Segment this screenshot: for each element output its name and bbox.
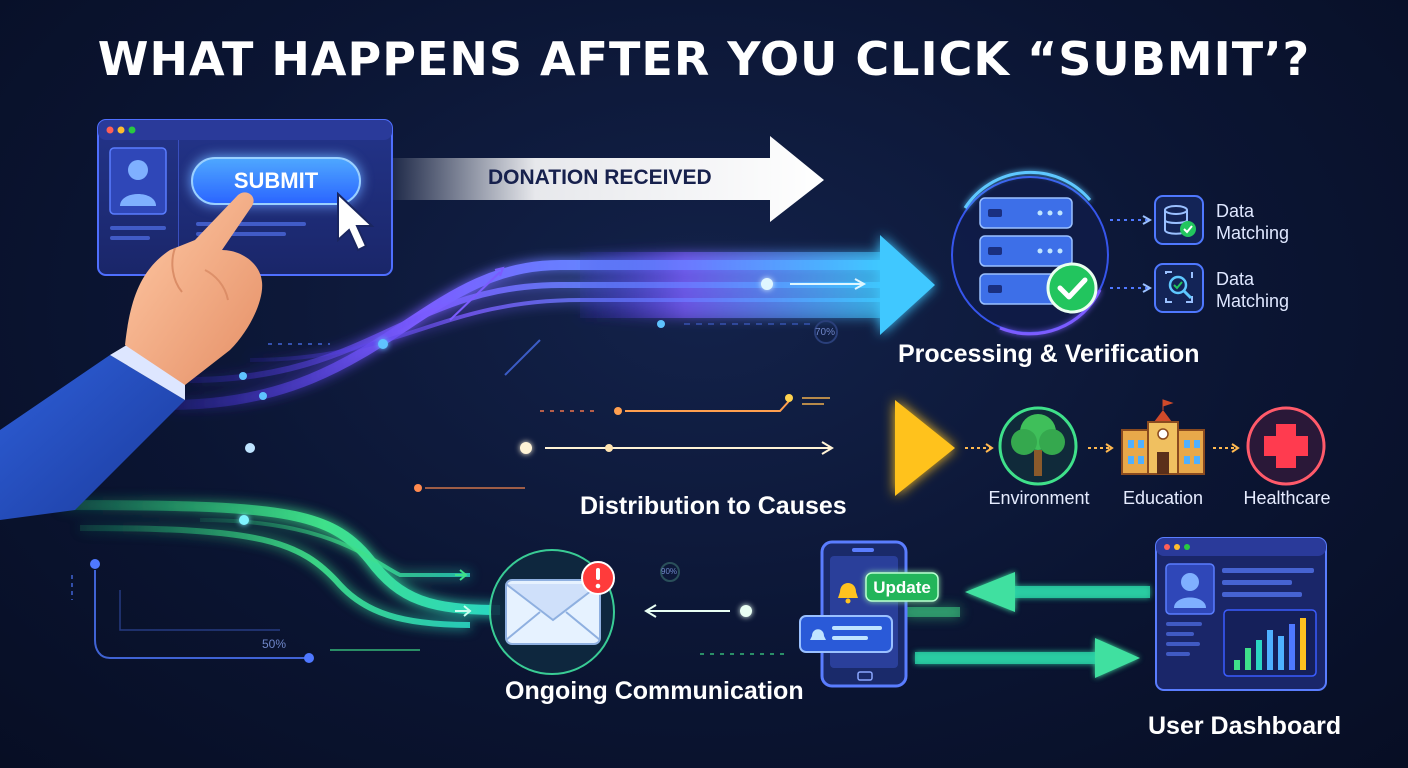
processing-label: Processing & Verification (898, 340, 1200, 368)
flow-dot (761, 278, 773, 290)
cause-label-environment: Environment (988, 488, 1090, 508)
page-title: WHAT HAPPENS AFTER YOU CLICK “SUBMIT’? (97, 32, 1311, 86)
update-badge-label: Update (873, 578, 931, 597)
processing-arrowhead (880, 235, 935, 335)
verified-check-icon (1046, 262, 1098, 314)
distribution-arrowhead (895, 400, 955, 496)
communication-progress-left: 50% (262, 637, 287, 651)
dashboard-label: User Dashboard (1148, 712, 1342, 740)
donation-received-label: DONATION RECEIVED (488, 166, 712, 189)
cause-label-education: Education (1122, 488, 1204, 508)
medical-cross-icon (1246, 406, 1326, 486)
dashboard-send-arrow (915, 638, 1140, 678)
envelope-icon (489, 549, 615, 675)
bell-icon (838, 583, 858, 598)
communication-progress-small: 90% (661, 567, 678, 576)
distribution-label: Distribution to Causes (580, 492, 847, 520)
phone-icon (799, 540, 908, 688)
tree-icon (998, 406, 1078, 486)
submit-button[interactable] (191, 157, 361, 205)
dashboard-window (1155, 537, 1327, 691)
dashboard-return-arrow (965, 572, 1150, 612)
cause-label-healthcare: Healthcare (1243, 488, 1331, 508)
document-search-icon (1154, 263, 1204, 313)
school-icon (1121, 399, 1205, 475)
cursor-icon (337, 191, 375, 252)
progress-ring (814, 320, 838, 344)
data-matching-label-1: Data Matching (1216, 201, 1290, 243)
processing-progress-text: 70% (815, 327, 836, 338)
communication-label: Ongoing Communication (505, 677, 804, 705)
update-badge (865, 572, 939, 602)
data-matching-label-2: Data Matching (1216, 269, 1290, 311)
donation-received-arrow (380, 136, 824, 222)
profile-avatar-icon (128, 160, 148, 180)
hand-pointer (0, 192, 263, 520)
database-check-icon (1154, 195, 1204, 245)
small-progress-ring (660, 562, 680, 582)
submit-button-label[interactable]: SUBMIT (233, 168, 319, 193)
server-icon (951, 170, 1109, 336)
processing-flow (169, 235, 935, 410)
dashboard-avatar-icon (1181, 573, 1199, 591)
notification-card (799, 615, 893, 653)
